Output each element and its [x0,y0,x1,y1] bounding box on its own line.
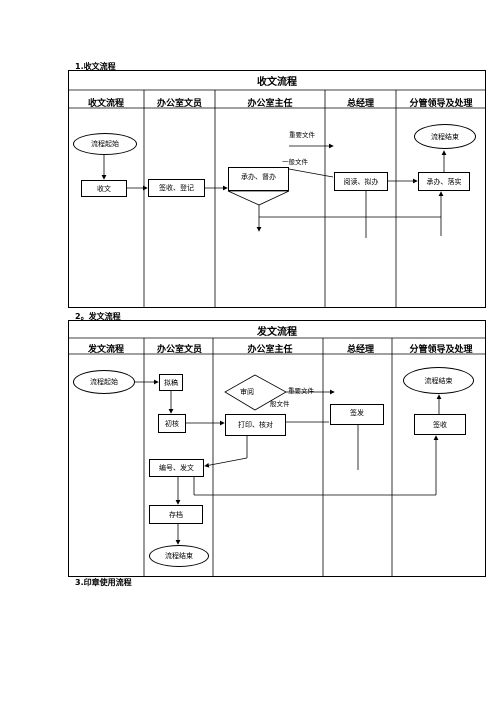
receive-end-node: 流程结束 [414,124,476,149]
archive-node: 存档 [149,505,203,524]
s2-review-diamond [224,374,287,411]
number-send-label: 编号、发文 [159,464,194,472]
section-1-heading: 1.收文流程 [75,62,116,71]
send-end-right-label: 流程结束 [424,376,453,385]
handle-supervise-label: 承办、督办 [241,173,276,181]
review-label: 审阅 [240,388,254,396]
receive-start-label: 流程起始 [91,140,119,148]
draft-label: 拟稿 [164,378,178,387]
send-flow-table [68,320,486,577]
archive-label: 存档 [169,510,183,519]
send-start-label: 流程起始 [90,378,118,386]
column-header-general-manager: 总经理 [346,99,374,109]
important-document-label-1: 重要文件 [289,131,315,139]
column-header-office-director-2: 办公室主任 [247,345,293,355]
receive-end-label: 流程结束 [431,132,459,141]
undertake-implement-node: 承办、落实 [418,172,470,191]
draft-node: 拟稿 [159,374,183,391]
handle-supervise-node: 承办、督办 [228,167,289,191]
s1-general-doc-line [288,168,334,178]
column-header-office-clerk-2: 办公室文员 [156,345,202,355]
column-header-receive-flow: 收文流程 [87,99,124,109]
column-header-send-flow: 发文流程 [87,345,124,355]
general-document-label-2: 般文件 [270,400,290,408]
s1-handle-diamond-bottom [227,190,290,206]
send-end-node-right: 流程结束 [403,367,474,394]
initial-check-node: 初核 [158,414,186,433]
important-document-label-2: 重要文件 [288,387,314,395]
send-flow-table-title: 发文流程 [257,327,297,338]
column-header-office-clerk: 办公室文员 [156,99,202,109]
section-3-heading: 3.印章使用流程 [75,578,132,587]
receive-start-node: 流程起始 [73,133,137,155]
number-send-node: 编号、发文 [149,459,204,477]
sign-issue-label: 签发 [350,409,364,417]
sign-receive-node: 签收 [414,414,466,435]
receive-document-label: 收文 [97,184,111,193]
initial-check-label: 初核 [165,419,179,428]
sign-register-node: 签收、登记 [148,179,205,197]
receive-document-node: 收文 [81,180,127,197]
column-header-general-manager-2: 总经理 [346,345,374,355]
column-header-leader-handling: 分管领导及处理 [409,99,473,109]
send-end-node-left: 流程结束 [149,545,209,567]
print-check-label: 打印、核对 [238,421,273,429]
receive-flow-table-title: 收文流程 [257,77,297,88]
print-check-node: 打印、核对 [225,414,286,436]
column-header-leader-handling-2: 分管领导及处理 [409,345,473,355]
receive-flow-table [68,70,486,308]
sign-register-label: 签收、登记 [159,184,194,192]
send-start-node: 流程起始 [73,370,135,394]
undertake-implement-label: 承办、落实 [426,177,462,186]
read-draft-node: 阅读、拟办 [334,172,388,191]
s2-print-to-number-arrow [204,457,248,468]
sign-receive-label: 签收 [433,420,447,429]
sign-issue-node: 签发 [330,404,384,425]
column-header-office-director: 办公室主任 [247,99,293,109]
read-draft-label: 阅读、拟办 [343,177,379,186]
section-2-heading: 2。发文流程 [75,312,121,321]
send-end-left-label: 流程结束 [165,552,193,560]
general-document-label-1: 一般文件 [282,158,308,166]
